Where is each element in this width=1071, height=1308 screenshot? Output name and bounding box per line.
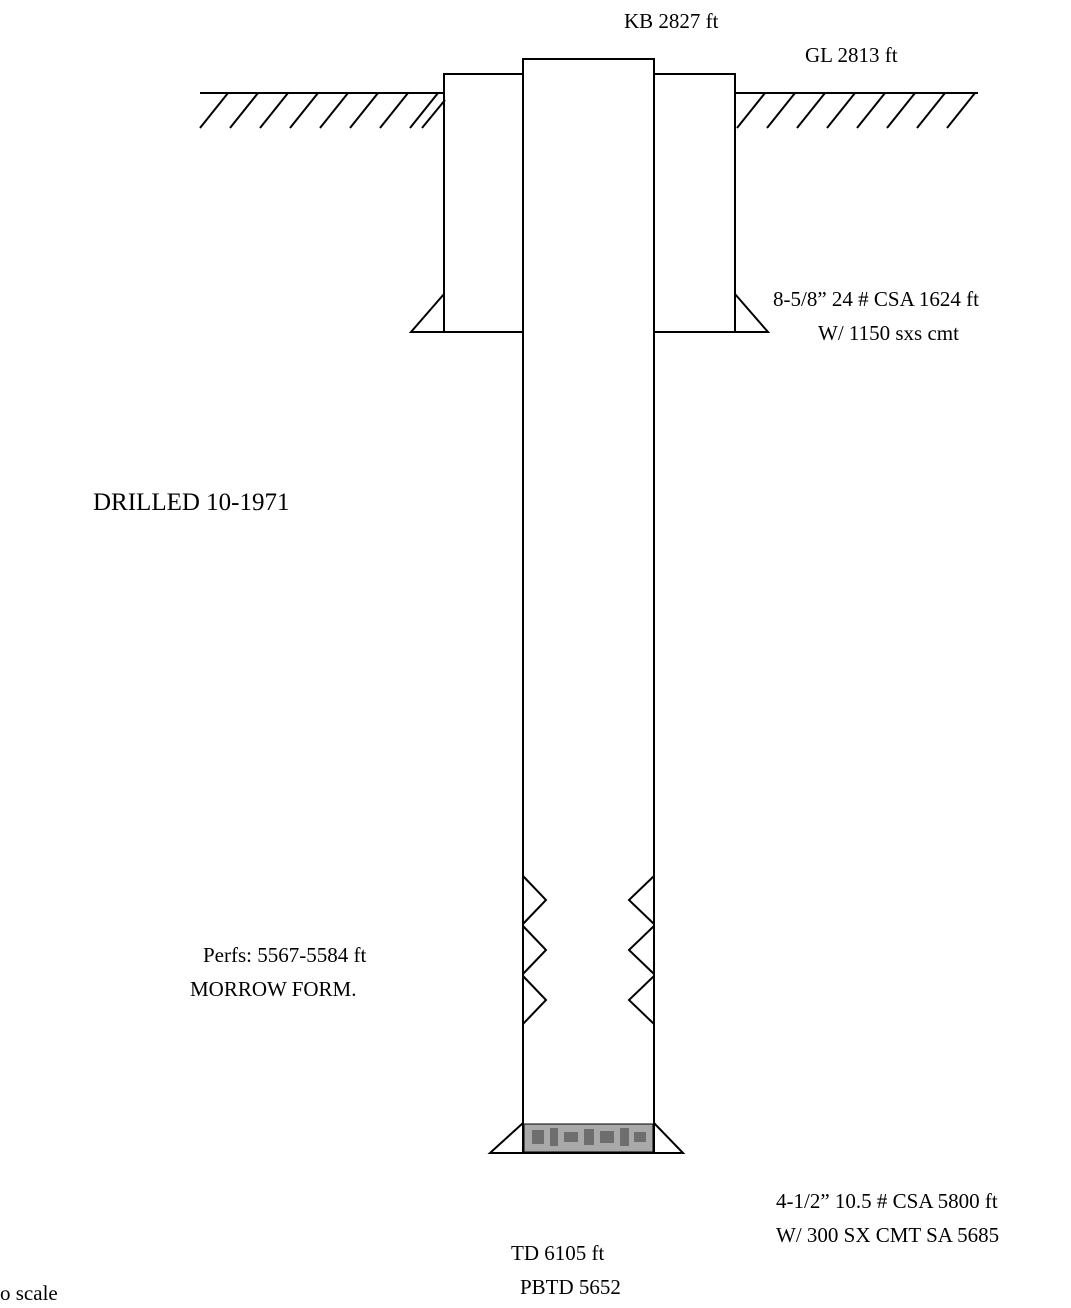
plug-texture bbox=[532, 1128, 646, 1146]
ground-surface-right bbox=[735, 92, 978, 129]
total-depth-label: TD 6105 ft bbox=[511, 1241, 605, 1265]
ground-surface-left bbox=[199, 92, 446, 129]
cement-shoe-bottom bbox=[487, 1120, 524, 1154]
surface-casing-shoe-right bbox=[734, 291, 771, 333]
surface-casing-cement-label: W/ 1150 sxs cmt bbox=[818, 321, 959, 345]
formation-label: MORROW FORM. bbox=[190, 977, 357, 1001]
cement-shoe-bottom-right bbox=[653, 1120, 686, 1154]
surface-casing-label: 8-5/8” 24 # CSA 1624 ft bbox=[773, 287, 979, 311]
production-casing bbox=[522, 58, 655, 1154]
perforations-right bbox=[627, 873, 655, 1027]
gl-elevation-label: GL 2813 ft bbox=[805, 43, 898, 67]
production-casing-label: 4-1/2” 10.5 # CSA 5800 ft bbox=[776, 1189, 998, 1213]
perforations-label: Perfs: 5567-5584 ft bbox=[203, 943, 367, 967]
scale-footnote: o scale bbox=[0, 1281, 58, 1305]
production-casing-cement-label: W/ 300 SX CMT SA 5685 bbox=[776, 1223, 1000, 1247]
drilled-date-label: DRILLED 10-1971 bbox=[93, 489, 290, 516]
perforations-left bbox=[522, 873, 548, 1027]
surface-casing-shoe-left bbox=[408, 291, 445, 333]
plug-back-total-depth-label: PBTD 5652 bbox=[520, 1275, 621, 1299]
kb-elevation-label: KB 2827 ft bbox=[624, 9, 719, 33]
